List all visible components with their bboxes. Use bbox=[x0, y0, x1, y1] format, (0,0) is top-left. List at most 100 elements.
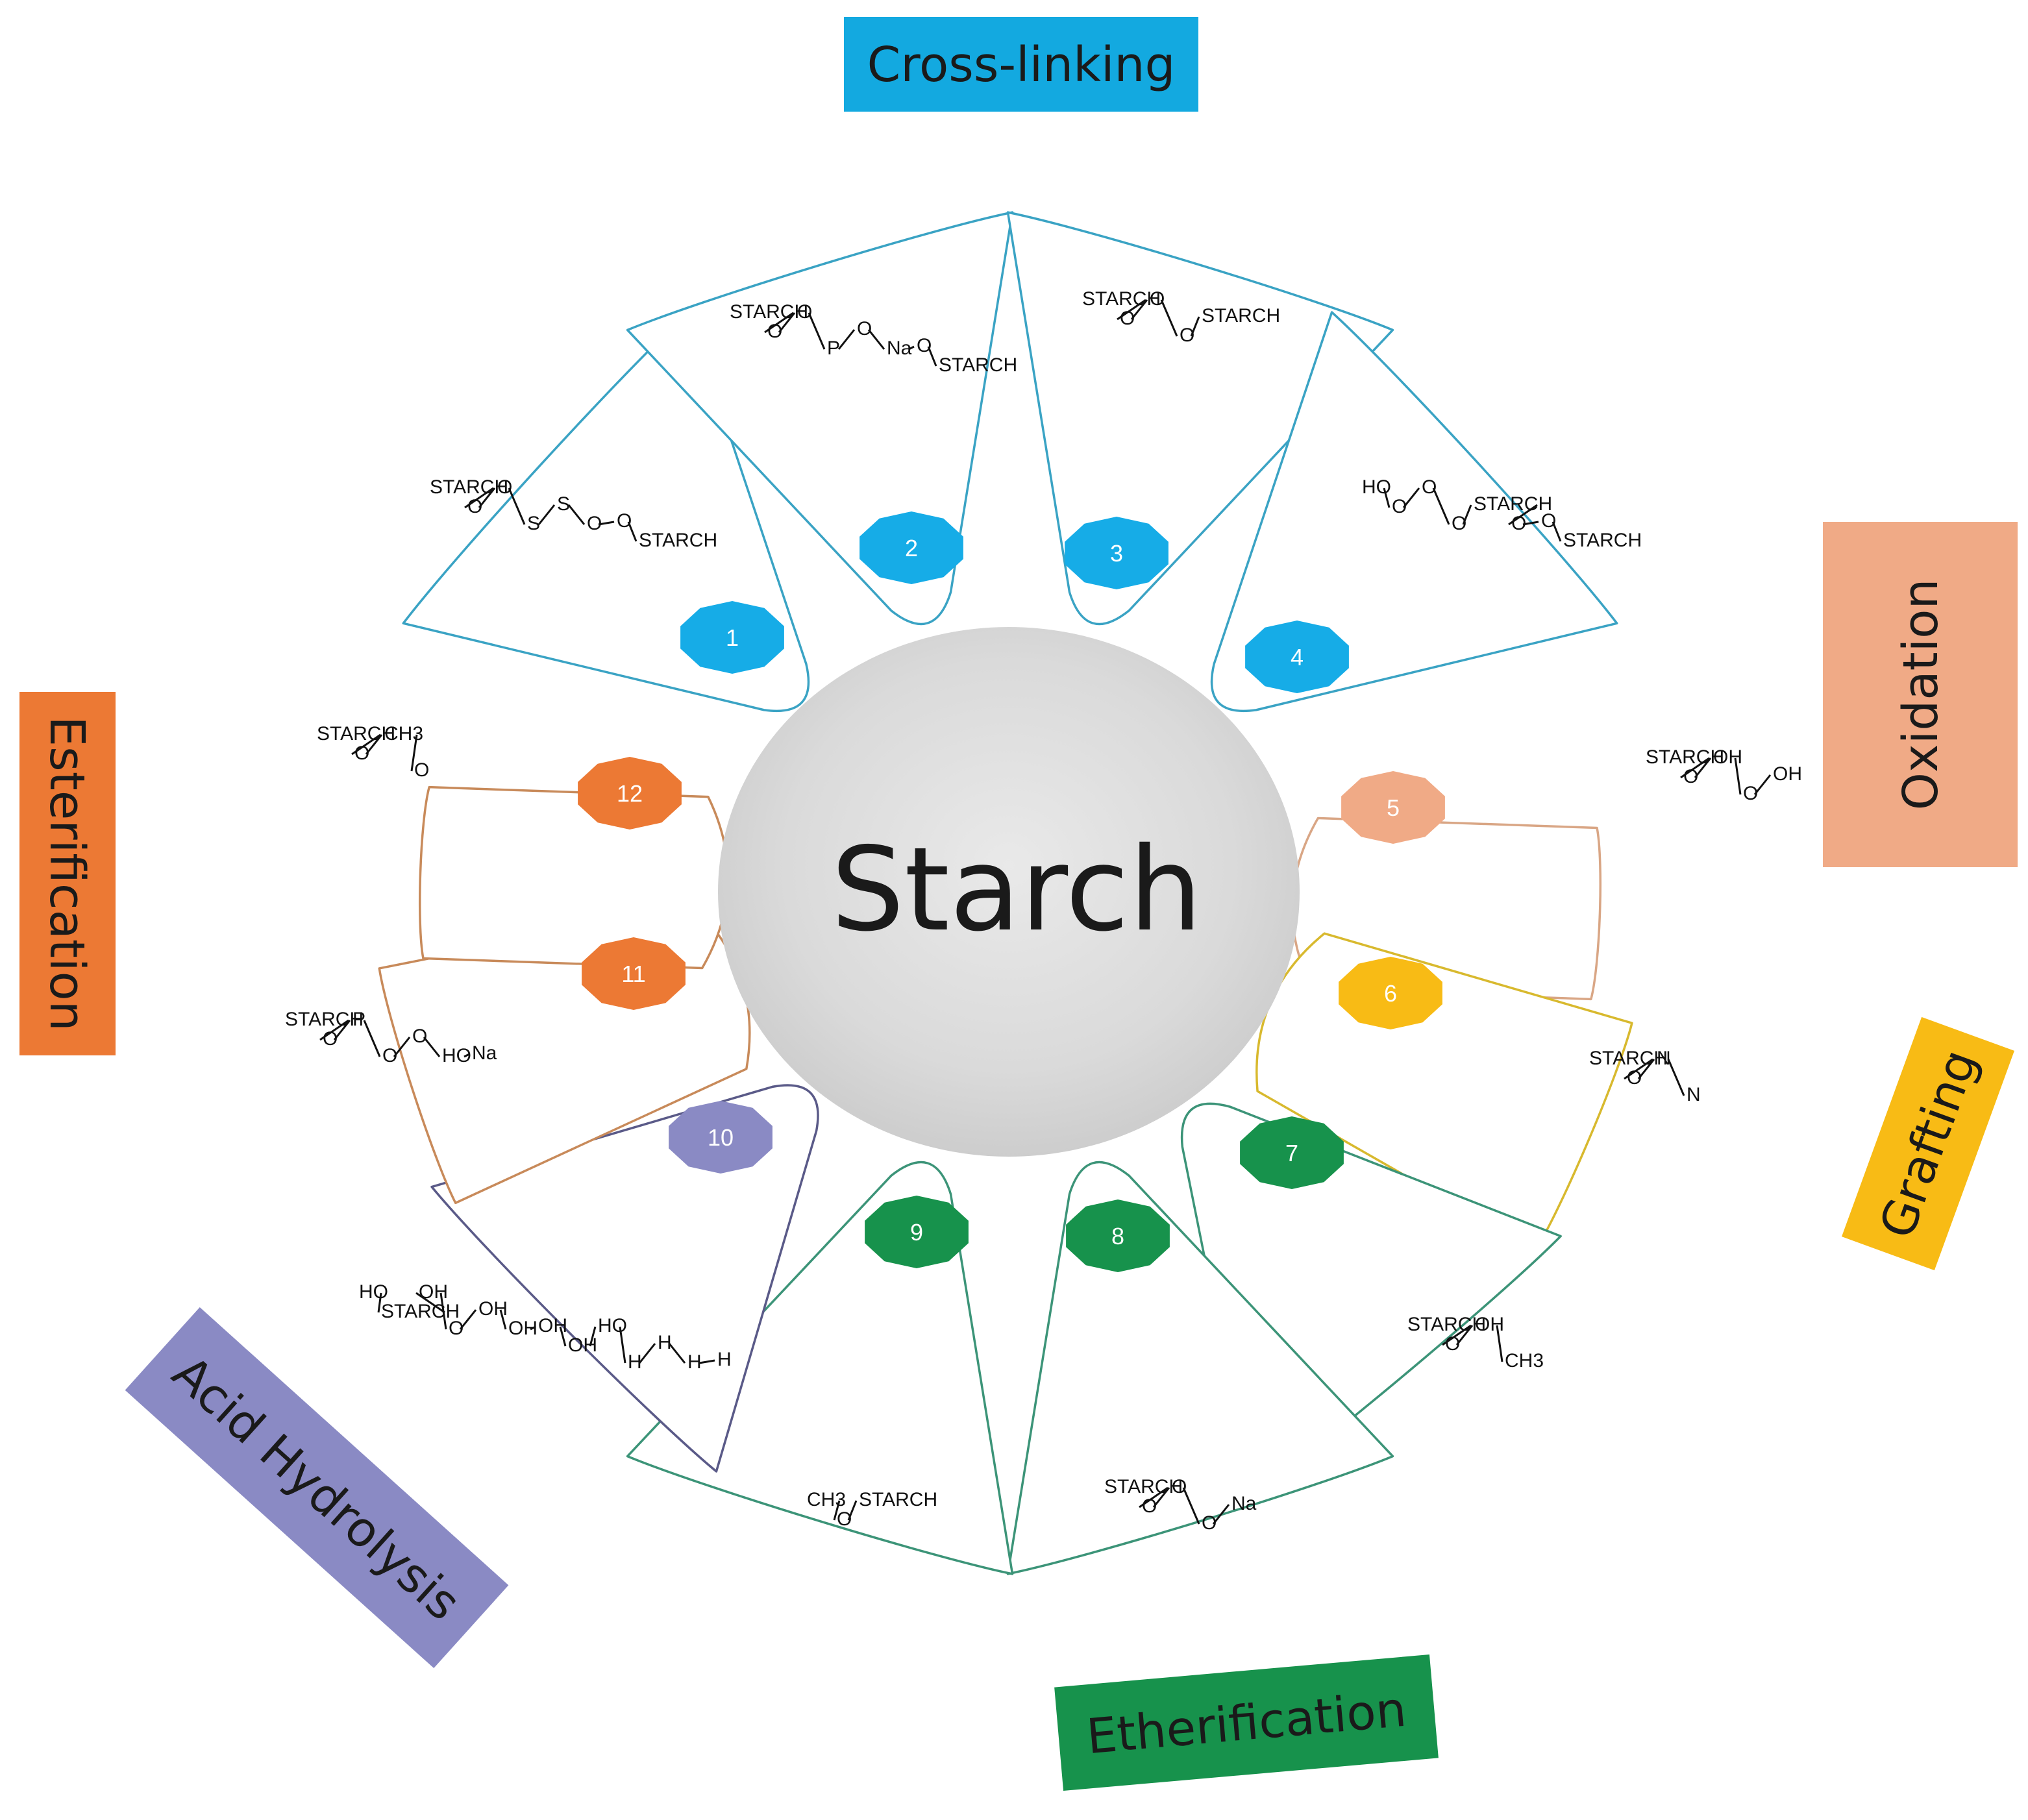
bond bbox=[439, 1292, 447, 1330]
bond bbox=[1432, 487, 1450, 525]
center-label: Starch bbox=[831, 822, 1202, 957]
bond bbox=[464, 1053, 470, 1058]
bond bbox=[1130, 299, 1148, 320]
bond bbox=[423, 1037, 441, 1057]
category-cross-linking-label: Cross-linking bbox=[867, 37, 1176, 93]
atom-label: CH3 bbox=[384, 723, 423, 744]
petal-4 bbox=[1210, 311, 1618, 713]
badge-shape bbox=[669, 1101, 773, 1174]
atom-label: Na bbox=[472, 1042, 497, 1064]
badge-3: 3 bbox=[1065, 517, 1169, 589]
bond bbox=[1508, 504, 1538, 526]
badge-shape bbox=[1240, 1116, 1344, 1189]
bond bbox=[319, 1019, 349, 1041]
bond bbox=[764, 312, 794, 334]
atom-label: CH3 bbox=[1505, 1350, 1544, 1371]
bond bbox=[1212, 1504, 1230, 1525]
bond bbox=[589, 1326, 597, 1347]
bond bbox=[598, 521, 615, 526]
category-cross-linking-box bbox=[844, 17, 1198, 112]
badge-number: 9 bbox=[910, 1219, 923, 1246]
bond bbox=[837, 329, 856, 350]
atom-label: N bbox=[1657, 1048, 1671, 1069]
atom-label: O bbox=[1180, 325, 1194, 346]
bond bbox=[1552, 521, 1562, 542]
atom-label: O bbox=[412, 1026, 427, 1047]
bond bbox=[927, 346, 937, 367]
category-acid-hydrolysis: Acid Hydrolysis bbox=[125, 1307, 509, 1669]
category-grafting-box bbox=[1842, 1016, 2014, 1271]
atom-label: STARCH bbox=[730, 301, 808, 323]
atom-label: O bbox=[414, 759, 429, 781]
bond bbox=[499, 1309, 507, 1330]
badge-6: 6 bbox=[1339, 957, 1442, 1029]
atom-label: HO bbox=[1362, 476, 1391, 498]
atom-label: O bbox=[1627, 1067, 1642, 1088]
badge-4: 4 bbox=[1245, 621, 1349, 693]
badge-shape bbox=[582, 937, 686, 1010]
bond bbox=[1442, 1324, 1472, 1346]
atom-label: H bbox=[628, 1351, 642, 1373]
badge-shape bbox=[680, 601, 784, 674]
atom-label: STARCH bbox=[1589, 1048, 1668, 1069]
atom-label: O bbox=[467, 496, 482, 517]
atom-label: O bbox=[354, 743, 369, 764]
badge-8: 8 bbox=[1066, 1199, 1170, 1272]
atom-label: Na bbox=[1231, 1493, 1257, 1514]
bond bbox=[908, 345, 915, 350]
atom-label: STARCH bbox=[639, 530, 717, 551]
atom-label: P bbox=[827, 338, 840, 359]
bond bbox=[619, 1326, 626, 1364]
bond bbox=[393, 1037, 411, 1057]
category-esterification: Esterification bbox=[19, 692, 116, 1055]
bond bbox=[1734, 757, 1742, 795]
atom-label: H bbox=[717, 1349, 732, 1370]
bond bbox=[333, 1020, 351, 1040]
atom-label: STARCH bbox=[859, 1489, 937, 1510]
category-oxidation-label: Oxidation bbox=[1893, 579, 1949, 811]
category-oxidation-box bbox=[1823, 522, 2018, 867]
bond bbox=[508, 487, 526, 525]
badge-7: 7 bbox=[1240, 1116, 1344, 1189]
atom-label: O bbox=[857, 318, 872, 339]
bond bbox=[1667, 1059, 1685, 1096]
bond bbox=[559, 1326, 567, 1347]
atom-label: STARCH bbox=[1474, 493, 1552, 515]
bond bbox=[1139, 1486, 1169, 1508]
badge-1: 1 bbox=[680, 601, 784, 674]
badge-shape bbox=[865, 1196, 969, 1268]
badge-number: 4 bbox=[1291, 644, 1304, 670]
bond bbox=[464, 487, 494, 509]
badge-number: 5 bbox=[1387, 794, 1400, 821]
center-disc bbox=[718, 627, 1300, 1157]
atom-label: STARCH bbox=[1082, 288, 1161, 310]
atom-label: OH bbox=[1773, 763, 1802, 785]
bond bbox=[833, 1500, 841, 1521]
atom-label: STARCH bbox=[285, 1009, 364, 1030]
badge-shape bbox=[578, 757, 682, 830]
category-acid-hydrolysis-label: Acid Hydrolysis bbox=[162, 1345, 471, 1631]
badge-number: 8 bbox=[1111, 1223, 1124, 1249]
badge-number: 12 bbox=[617, 780, 643, 807]
atom-label: O bbox=[1445, 1333, 1460, 1355]
bond bbox=[377, 1292, 382, 1313]
category-oxidation: Oxidation bbox=[1823, 522, 2018, 867]
badge-number: 2 bbox=[905, 535, 918, 561]
atom-label: STARCH bbox=[1407, 1314, 1486, 1335]
bond bbox=[538, 504, 556, 525]
bond bbox=[1383, 487, 1391, 508]
atom-label: OH bbox=[419, 1281, 448, 1303]
bond bbox=[365, 734, 383, 755]
atom-label: O bbox=[449, 1318, 464, 1339]
bond bbox=[668, 1343, 686, 1364]
atom-label: O bbox=[497, 476, 512, 498]
atom-label: O bbox=[837, 1508, 852, 1530]
atom-label: O bbox=[1142, 1495, 1157, 1517]
atom-label: OH bbox=[538, 1315, 567, 1336]
